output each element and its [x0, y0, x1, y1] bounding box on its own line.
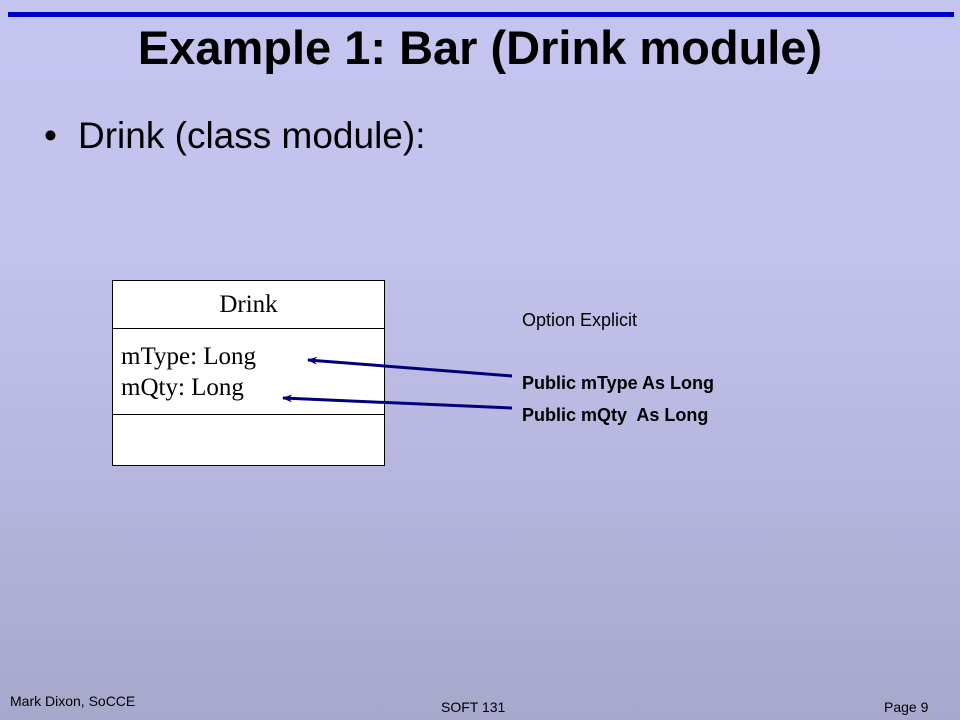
uml-class-box: Drink mType: Long mQty: Long: [112, 280, 385, 466]
uml-attribute-mtype: mType: Long: [121, 343, 257, 370]
arrow-mqty: [282, 394, 513, 410]
uml-class-name: Drink: [113, 281, 384, 329]
uml-attributes-compartment: mType: Long mQty: Long: [113, 329, 384, 415]
title-rule: [8, 12, 954, 17]
bullet-item: • Drink (class module):: [44, 112, 425, 160]
slide-title: Example 1: Bar (Drink module): [137, 21, 823, 74]
arrow-mtype: [307, 356, 513, 378]
footer-author: Mark Dixon, SoCCE: [10, 693, 136, 709]
bullet-text: Drink (class module):: [78, 115, 426, 156]
code-option-explicit: Option Explicit: [522, 310, 638, 330]
footer-page-number: Page 9: [884, 699, 929, 715]
code-public-mqty: Public mQty As Long: [522, 405, 709, 425]
code-public-mtype: Public mType As Long: [522, 373, 715, 393]
uml-attribute-mqty: mQty: Long: [121, 374, 244, 401]
footer-course: SOFT 131: [441, 699, 506, 715]
bullet-dot: •: [44, 115, 57, 156]
